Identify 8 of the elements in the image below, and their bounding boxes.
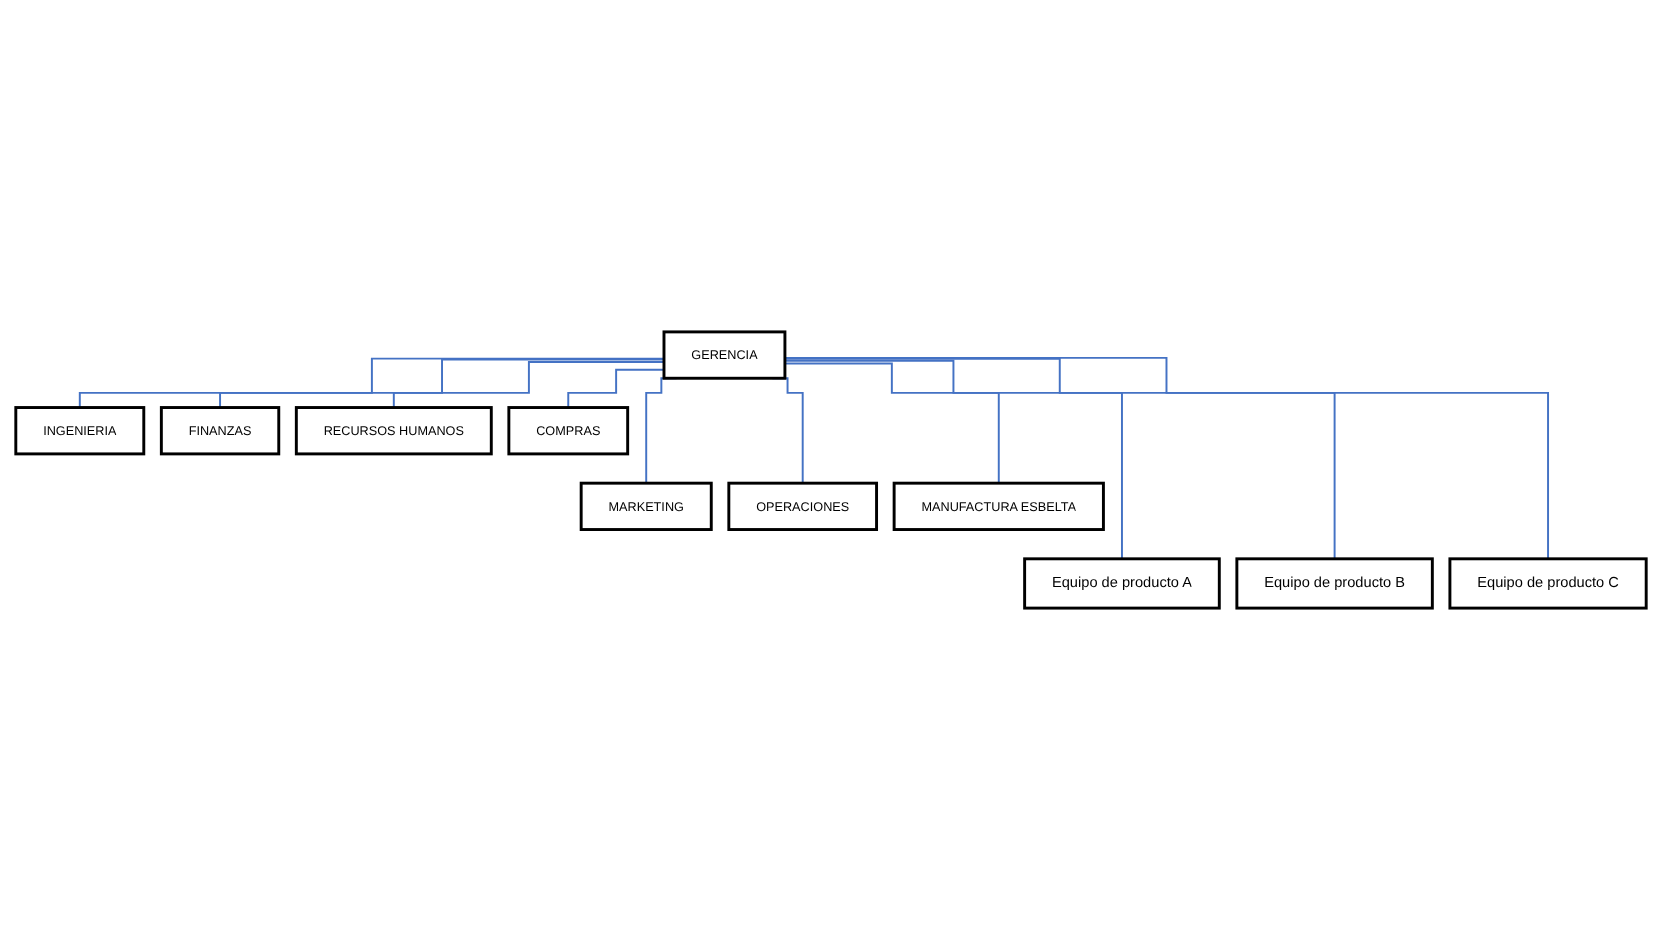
connector [783, 356, 1550, 560]
connector [783, 357, 1336, 560]
connector [219, 358, 665, 409]
connector [783, 359, 1123, 560]
connector [392, 361, 665, 409]
connector [567, 368, 665, 409]
connector [783, 362, 1000, 485]
connector [78, 357, 665, 409]
